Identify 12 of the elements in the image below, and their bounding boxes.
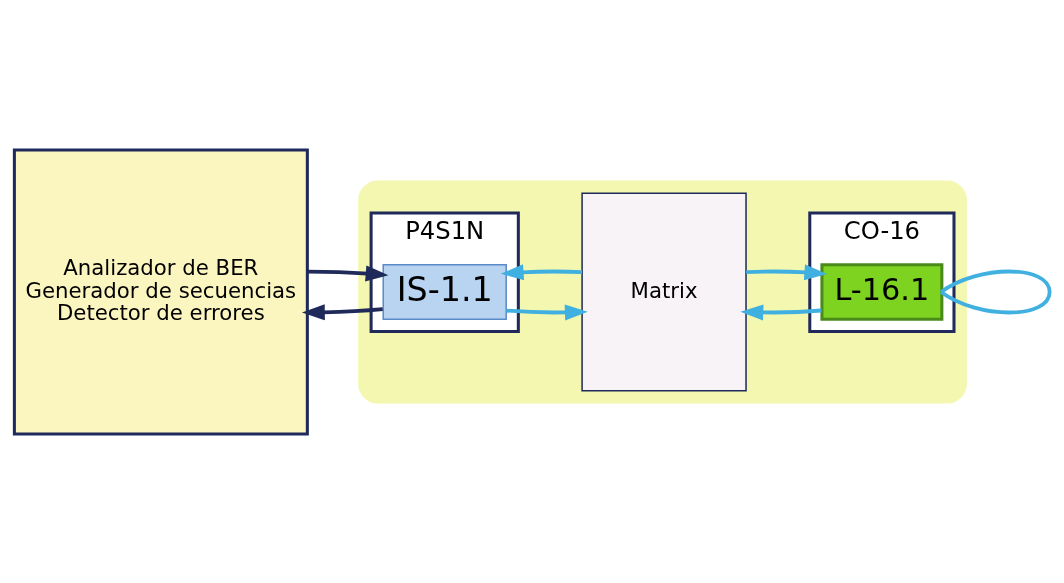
arrow bbox=[746, 263, 828, 280]
arrow bbox=[500, 263, 583, 280]
arrow bbox=[740, 303, 822, 320]
arrow bbox=[307, 264, 389, 281]
arrow bbox=[506, 303, 588, 320]
connector bbox=[940, 269, 1052, 314]
node-box: IS-1.1 bbox=[382, 263, 507, 320]
arrow bbox=[302, 303, 383, 320]
cluster bbox=[358, 179, 967, 404]
node-box: Matrix bbox=[581, 192, 747, 391]
node-box: L-16.1 bbox=[820, 262, 944, 321]
node-box: Analizador de BER Generador de secuencias Detector de errores bbox=[12, 148, 309, 435]
